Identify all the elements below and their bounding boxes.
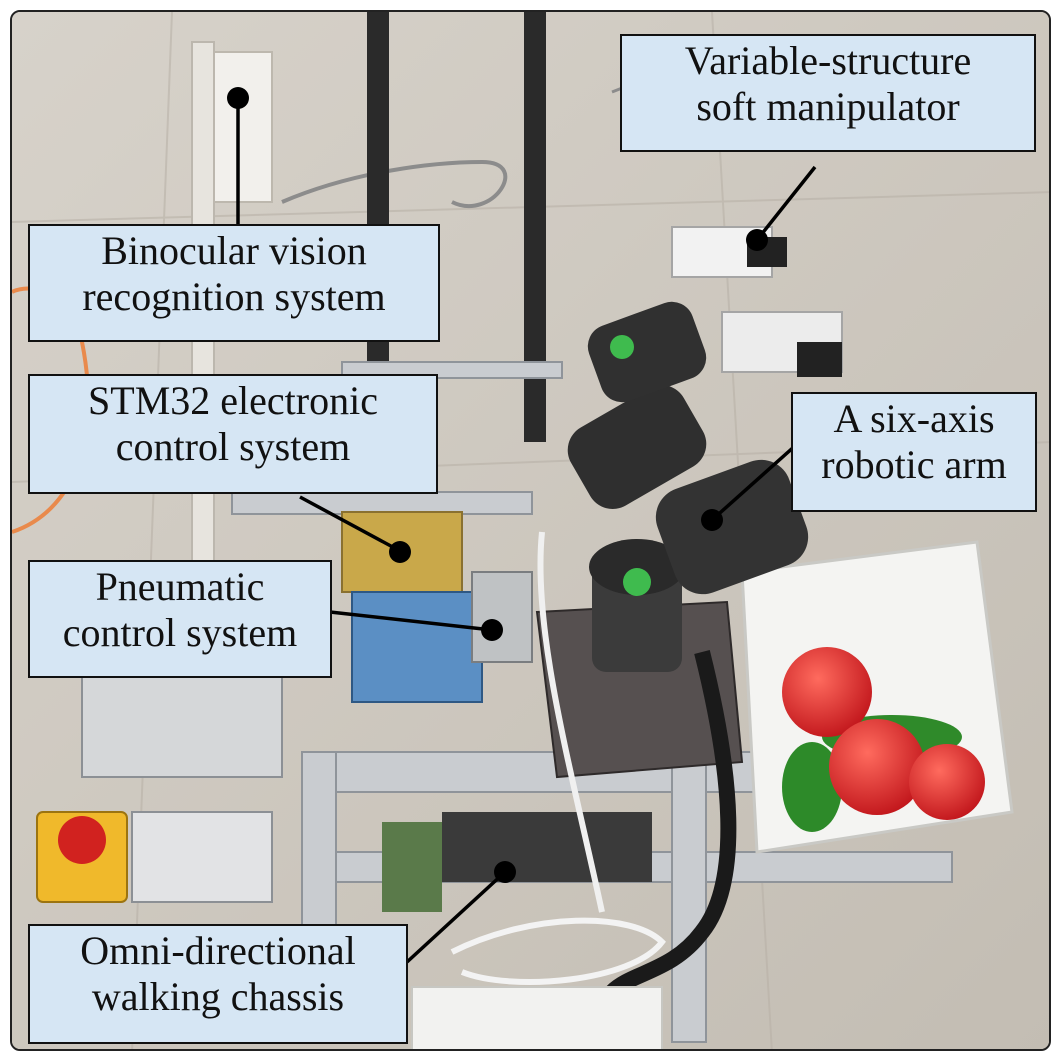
label-chassis-line2: walking chassis — [91, 974, 345, 1019]
photo-frame: Variable-structure soft manipulator Bino… — [10, 10, 1051, 1051]
label-pneumatic: Pneumatic control system — [28, 560, 332, 678]
label-stm32-line1: STM32 electronic — [88, 378, 378, 423]
power-supply-1 — [81, 676, 283, 778]
label-binocular: Binocular vision recognition system — [28, 224, 440, 342]
label-soft-manipulator-line1: Variable-structure — [684, 38, 972, 83]
green-pepper-2 — [782, 742, 842, 832]
control-board-lower — [351, 591, 483, 703]
label-soft-manipulator-line2: soft manipulator — [696, 84, 960, 129]
label-robotic-arm: A six-axis robotic arm — [791, 392, 1037, 512]
label-binocular-line1: Binocular vision — [101, 228, 367, 273]
label-pneumatic-line1: Pneumatic — [95, 564, 265, 609]
label-soft-manipulator: Variable-structure soft manipulator — [620, 34, 1036, 152]
pole-left — [367, 12, 389, 412]
label-stm32: STM32 electronic control system — [28, 374, 438, 494]
tomato-1 — [782, 647, 872, 737]
tomato-2 — [829, 719, 925, 815]
pole-right — [524, 12, 546, 442]
label-pneumatic-line2: control system — [62, 610, 298, 655]
valve-block — [471, 571, 533, 663]
label-stm32-line2: control system — [115, 424, 351, 469]
control-board-upper — [341, 511, 463, 593]
emergency-stop-button — [58, 816, 106, 864]
label-binocular-line2: recognition system — [82, 274, 386, 319]
label-robotic-arm-line2: robotic arm — [821, 442, 1007, 487]
robot-photo — [12, 12, 1049, 1049]
label-chassis-line1: Omni-directional — [80, 928, 356, 973]
label-robotic-arm-line1: A six-axis — [833, 396, 995, 441]
label-chassis: Omni-directional walking chassis — [28, 924, 408, 1044]
power-supply-2 — [131, 811, 273, 903]
tomato-3 — [909, 744, 985, 820]
